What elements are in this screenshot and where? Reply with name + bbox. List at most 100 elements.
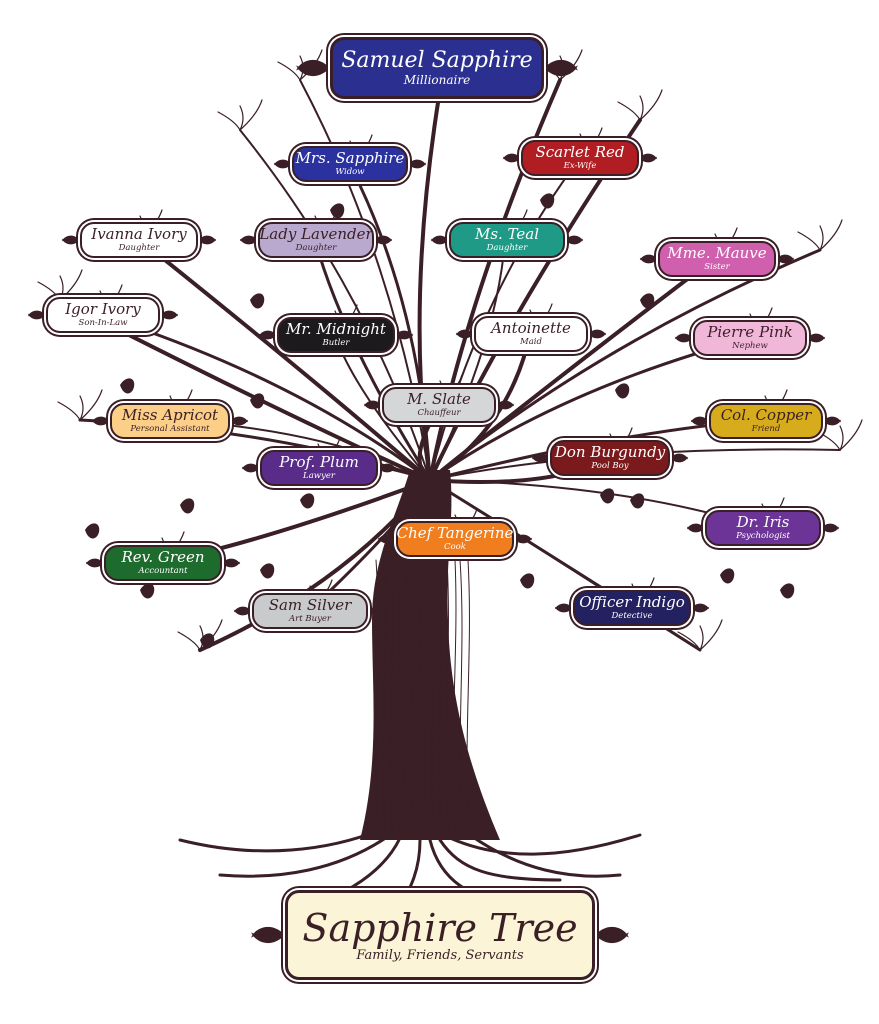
root-line	[438, 838, 562, 882]
scroll-ornament	[690, 419, 709, 426]
twig	[699, 625, 704, 651]
branch	[98, 313, 432, 482]
leaf	[200, 633, 215, 649]
member-name: Miss Apricot	[121, 406, 219, 425]
member-name: Scarlet Red	[535, 143, 625, 162]
plaque-ms-teal: Ms. Teal Daughter	[449, 222, 565, 258]
root-line	[448, 833, 642, 856]
scroll-ornament	[363, 403, 382, 410]
member-name: Antoinette	[491, 319, 571, 338]
scroll-ornament	[241, 466, 260, 473]
twig	[819, 219, 843, 251]
scroll-ornament	[455, 332, 474, 339]
scroll-ornament	[639, 156, 658, 163]
member-role: Accountant	[138, 566, 188, 577]
trunk-bark-line	[396, 559, 400, 831]
scroll-ornament	[61, 238, 80, 245]
plaque-dr-iris: Dr. Iris Psychologist	[705, 510, 821, 546]
trunk-bark-line	[382, 559, 386, 831]
twig	[639, 95, 644, 121]
branch	[198, 478, 432, 652]
twig	[239, 99, 263, 131]
scroll-ornament	[408, 162, 427, 169]
page-subtitle: Family, Friends, Servants	[356, 947, 524, 963]
leaf	[140, 583, 155, 599]
plaque-mrs-sapphire: Mrs. Sapphire Widow	[292, 146, 408, 182]
leaf	[540, 193, 555, 209]
member-name: Don Burgundy	[554, 443, 666, 462]
member-name: Ivanna Ivory	[91, 225, 187, 244]
member-name: Sam Silver	[268, 596, 352, 615]
scroll-ornament	[85, 561, 104, 568]
scroll-ornament	[502, 156, 521, 163]
twig	[559, 49, 583, 81]
plaque-miss-apricot: Miss Apricot Personal Assistant	[110, 403, 230, 439]
scroll-ornament	[670, 456, 689, 463]
scroll-ornament	[368, 609, 387, 616]
member-name: Dr. Iris	[736, 513, 790, 532]
plaque-officer-indigo: Officer Indigo Detective	[573, 590, 691, 626]
member-name: Ms. Teal	[474, 225, 540, 244]
plaque-col-copper: Col. Copper Friend	[709, 403, 823, 439]
member-role: Friend	[751, 424, 781, 435]
trunk-bark-line	[445, 559, 449, 831]
twig	[79, 395, 84, 421]
leaf	[720, 568, 735, 584]
leaf	[300, 493, 315, 509]
root-name: Samuel Sapphire	[341, 48, 533, 73]
scroll-ornament	[251, 932, 285, 944]
leaf	[250, 293, 265, 309]
scroll-ornament	[296, 65, 330, 77]
trunk-bark-line	[438, 559, 442, 831]
scroll-ornament	[27, 313, 46, 320]
plaque-mme-mauve: Mme. Mauve Sister	[658, 241, 776, 277]
member-role: Detective	[611, 611, 653, 622]
member-role: Daughter	[295, 243, 337, 254]
scroll-ornament	[776, 257, 795, 264]
member-name: Prof. Plum	[279, 453, 359, 472]
scroll-ornament	[639, 257, 658, 264]
twig	[239, 105, 244, 131]
member-name: M. Slate	[407, 390, 471, 409]
scroll-ornament	[273, 162, 292, 169]
leaf	[615, 383, 630, 399]
member-role: Ex-Wife	[563, 161, 597, 172]
scroll-ornament	[544, 65, 578, 77]
member-role: Sister	[704, 262, 730, 273]
member-role: Psychologist	[736, 531, 790, 542]
member-role: Art Buyer	[289, 614, 331, 625]
member-name: Officer Indigo	[579, 593, 685, 612]
member-name: Mrs. Sapphire	[295, 149, 405, 168]
leaf	[640, 293, 655, 309]
trunk-bark-line	[452, 559, 457, 831]
scroll-ornament	[374, 238, 393, 245]
twig	[819, 225, 824, 251]
tree-leaves	[85, 193, 795, 649]
plaque-antoinette: Antoinette Maid	[474, 316, 588, 352]
scroll-ornament	[554, 606, 573, 613]
scroll-ornament	[821, 526, 840, 533]
twig	[177, 631, 201, 651]
twig	[617, 101, 641, 121]
scroll-ornament	[807, 336, 826, 343]
twig	[199, 619, 223, 651]
plaque-m-slate: M. Slate Chauffeur	[382, 387, 496, 423]
trunk-bark-line	[424, 559, 428, 831]
twig	[839, 419, 863, 451]
leaf	[250, 393, 265, 409]
root-line	[468, 833, 622, 878]
scroll-ornament	[198, 238, 217, 245]
member-role: Son-In-Law	[78, 318, 128, 329]
twig	[817, 431, 841, 451]
scroll-ornament	[823, 419, 842, 426]
trunk-bark-line	[417, 559, 421, 831]
branch	[429, 157, 581, 481]
scroll-ornament	[377, 537, 396, 544]
twig	[839, 425, 844, 451]
scroll-ornament	[430, 238, 449, 245]
plaque-mr-midnight: Mr. Midnight Butler	[277, 317, 395, 353]
trunk-body	[360, 470, 500, 840]
branch	[428, 78, 562, 482]
scroll-ornament	[674, 336, 693, 343]
leaf	[630, 493, 645, 509]
